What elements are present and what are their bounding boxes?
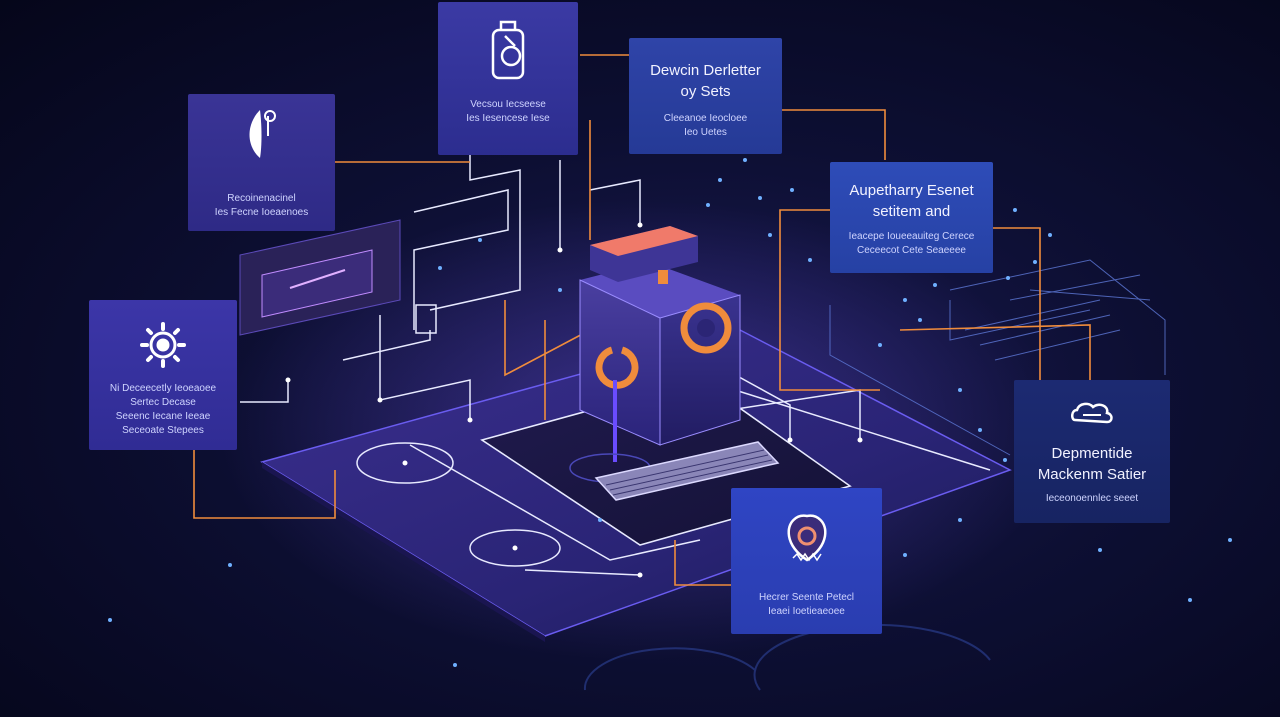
connector-dots (285, 222, 863, 578)
card-4-title: Aupetharry Esenet setitem and (849, 182, 974, 220)
card-6-text: Ieceonoennlec seeet (1045, 493, 1139, 504)
card-1-text: Recoinenacinel Ies Fecne Ioeaenoes (214, 193, 309, 218)
grid-lines (829, 259, 1166, 456)
card-3-title: Dewcin Derletter oy Sets (650, 62, 761, 100)
card-3-text: Cleeanoe Ieocloee Ieo Uetes (663, 113, 748, 138)
info-card-6: Depmentide Mackenm Satier Ieceonoennlec … (1014, 380, 1170, 523)
info-card-2: Vecsou Iecseese Ies Iesencese Iese (438, 2, 578, 155)
info-card-7: Hecrer Seente Petecl Ieaei Ioetieaeoee (731, 488, 882, 634)
info-card-3: Dewcin Derletter oy Sets Cleeanoe Ieoclo… (629, 38, 782, 154)
particles (108, 158, 1232, 667)
card-6-title: Depmentide Mackenm Satier (1037, 445, 1147, 483)
info-card-4: Aupetharry Esenet setitem and Ieacepe Io… (830, 162, 993, 273)
cloud-icon (1014, 400, 1170, 426)
keyboard (594, 441, 780, 501)
info-card-5: Ni Deceecetly Ieoeaoee Sertec Decase See… (89, 300, 237, 450)
leaf-icon (188, 106, 335, 162)
card-4-text: Ieacepe Ioueeauiteg Cerece Ceceecot Cete… (848, 231, 975, 256)
info-card-1: Recoinenacinel Ies Fecne Ioeaenoes (188, 94, 335, 231)
card-2-text: Vecsou Iecseese Ies Iesencese Iese (466, 99, 550, 124)
gear-icon (89, 320, 237, 370)
card-7-text: Hecrer Seente Petecl Ieaei Ioetieaeoee (758, 592, 855, 617)
card-5-text: Ni Deceecetly Ieoeaoee Sertec Decase See… (109, 383, 217, 436)
orange-connectors (193, 54, 1091, 586)
floating-panel (239, 219, 401, 336)
central-device (569, 226, 741, 483)
platform-edge (262, 462, 545, 642)
lock-icon (438, 16, 578, 82)
shield-icon (731, 508, 882, 568)
